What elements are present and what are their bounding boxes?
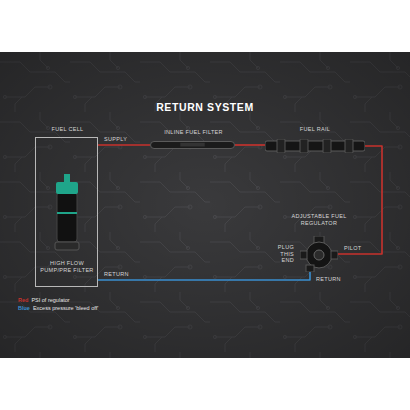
fuel-rail: FUEL RAIL	[265, 139, 365, 153]
regulator-port-right	[331, 251, 338, 259]
legend: RedPSI of regulatorBlueExcess pressure '…	[18, 297, 98, 312]
fuel-regulator: ADJUSTABLE FUEL REGULATOR	[300, 236, 338, 272]
node-label: HIGH FLOW PUMP/PRE FILTER	[37, 260, 97, 273]
pump-sock	[55, 242, 79, 250]
legend-sample-word: Red	[18, 297, 28, 303]
fuel-line	[98, 144, 150, 146]
filter-band	[180, 143, 204, 147]
rail-port	[277, 139, 285, 153]
filter-illustration	[151, 142, 234, 148]
legend-sample-word: Blue	[18, 305, 30, 311]
pump-cap	[56, 182, 78, 194]
regulator-center	[314, 250, 324, 260]
pump-body	[57, 192, 77, 242]
legend-row: BlueExcess pressure 'bleed off'	[18, 305, 98, 313]
node-label: FUEL RAIL	[265, 126, 365, 133]
pump-stripe	[57, 212, 77, 214]
rail-illustration	[265, 139, 365, 153]
fuel-cell: FUEL CELLHIGH FLOW PUMP/PRE FILTER	[35, 137, 98, 287]
regulator-port-bottom	[306, 265, 314, 272]
rail-port	[323, 139, 331, 153]
regulator-illustration	[300, 236, 338, 272]
pump-outlet	[64, 174, 70, 183]
regulator-port-left	[300, 251, 307, 259]
port-label: PLUG THIS END	[266, 244, 294, 264]
legend-text: PSI of regulator	[31, 297, 69, 303]
legend-row: RedPSI of regulator	[18, 297, 98, 305]
fuel-line	[235, 144, 265, 146]
inline-filter: INLINE FUEL FILTER	[150, 141, 235, 149]
node-label: FUEL CELL	[31, 126, 104, 133]
diagram-title: RETURN SYSTEM	[0, 101, 410, 113]
rail-port	[345, 139, 353, 153]
line-label: RETURN	[104, 271, 129, 278]
pump: HIGH FLOW PUMP/PRE FILTER	[49, 172, 85, 254]
node-label: ADJUSTABLE FUEL REGULATOR	[289, 213, 349, 226]
line-label: SUPPLY	[104, 136, 127, 143]
fuel-line	[338, 146, 382, 254]
node-label: INLINE FUEL FILTER	[134, 129, 253, 136]
regulator-body	[306, 242, 332, 268]
port-label: RETURN	[316, 276, 346, 283]
port-label: PILOT	[344, 245, 368, 252]
fuel-line	[98, 272, 310, 280]
rail-port	[300, 139, 308, 153]
legend-text: Excess pressure 'bleed off'	[33, 305, 98, 311]
pump-illustration	[49, 172, 85, 254]
